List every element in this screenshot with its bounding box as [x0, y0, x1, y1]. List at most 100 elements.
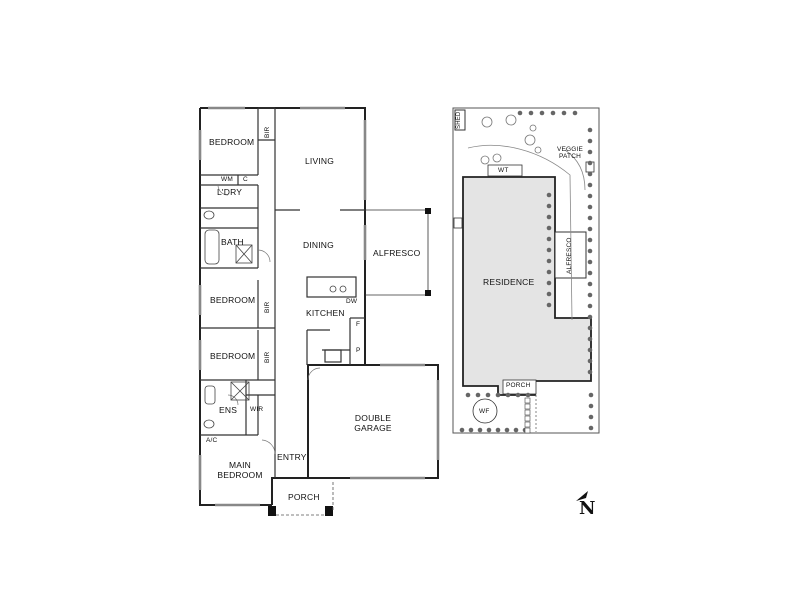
north-arrow-icon [576, 491, 588, 501]
site-label-wf: WF [479, 408, 490, 415]
shrub-dot [587, 281, 593, 287]
room-label-main-bedroom: MAIN BEDROOM [217, 460, 263, 480]
room-label-living: LIVING [305, 156, 335, 166]
shrub-dot [504, 427, 510, 433]
shrub-dot [587, 160, 593, 166]
shrub-dot [588, 425, 594, 431]
room-label-porch: PORCH [288, 492, 320, 502]
site-label-wt: WT [498, 167, 509, 174]
room-label-kitchen: KITCHEN [306, 308, 345, 318]
room-label-wm: WM [221, 176, 233, 183]
shrub-dot [546, 192, 552, 198]
shrub-dot [515, 392, 521, 398]
room-label-c: C [243, 176, 248, 183]
room-label-ldry: L'DRY [217, 187, 243, 197]
double-garage-line1: DOUBLE [354, 413, 392, 423]
main-bedroom-line2: BEDROOM [217, 470, 263, 480]
room-label-p: P [356, 347, 361, 354]
room-label-bedroom-3: BEDROOM [210, 351, 256, 361]
shrub-dot [477, 427, 483, 433]
shrub-dot [546, 236, 552, 242]
room-label-entry: ENTRY [277, 452, 307, 462]
shrub-dot [587, 358, 593, 364]
shrub-dot [539, 110, 545, 116]
shrub-dot [485, 392, 491, 398]
room-label-bedroom-2: BEDROOM [210, 295, 256, 305]
shrub-dot [587, 138, 593, 144]
shrub-dot [587, 292, 593, 298]
shrub-dot [587, 226, 593, 232]
planter-box [524, 403, 531, 410]
shrub-dot [550, 110, 556, 116]
clothesline [472, 398, 498, 424]
shrub-dot [587, 182, 593, 188]
shrub-dot [546, 280, 552, 286]
shrub-dot [587, 204, 593, 210]
main-bedroom-line1: MAIN [228, 460, 252, 470]
shrub-dot [495, 427, 501, 433]
shrub-dot [587, 303, 593, 309]
planter-box [524, 421, 531, 428]
room-label-dining: DINING [303, 240, 334, 250]
north-compass: N [574, 490, 598, 520]
shrub-dot [525, 392, 531, 398]
planter-box [524, 409, 531, 416]
room-label-f: F [356, 321, 361, 328]
veggie-line2: PATCH [558, 153, 582, 160]
room-label-alfresco: ALFRESCO [373, 248, 421, 258]
room-label-ens: ENS [219, 405, 238, 415]
water-tank [487, 164, 523, 177]
shrub-dot [546, 291, 552, 297]
shrub-dot [546, 214, 552, 220]
shrub-dot [587, 336, 593, 342]
shrub-dot [587, 127, 593, 133]
room-label-double-garage: DOUBLE GARAGE [345, 413, 401, 433]
shrub-dot [587, 171, 593, 177]
shrub-dot [465, 392, 471, 398]
shrub-dot [505, 392, 511, 398]
shrub-dot [587, 369, 593, 375]
shrub-dot [588, 392, 594, 398]
shrub-dot [587, 248, 593, 254]
shrub-dot [587, 237, 593, 243]
outer-wall [271, 364, 439, 505]
planter-box [524, 427, 531, 434]
site-label-residence: RESIDENCE [483, 277, 535, 287]
shrub-dot [546, 269, 552, 275]
shrub-dot [475, 392, 481, 398]
shrub-dot [517, 110, 523, 116]
shrub-dot [528, 110, 534, 116]
shrub-dot [587, 215, 593, 221]
shrub-dot [587, 347, 593, 353]
shrub-dot [546, 302, 552, 308]
shrub-dot [459, 427, 465, 433]
shrub-dot [561, 110, 567, 116]
room-label-bath: BATH [221, 237, 244, 247]
north-letter: N [579, 498, 596, 519]
planter-box [524, 415, 531, 422]
shrub-dot [513, 427, 519, 433]
room-label-bedroom-1: BEDROOM [209, 137, 255, 147]
shrub-dot [546, 203, 552, 209]
shrub-dot [486, 427, 492, 433]
shrub-dot [572, 110, 578, 116]
shrub-dot [546, 247, 552, 253]
room-label-ac: A/C [206, 437, 218, 444]
shrub-dot [587, 325, 593, 331]
site-label-shed: SHED [456, 111, 462, 129]
shrub-dot [495, 392, 501, 398]
shrub-dot [587, 270, 593, 276]
shed-block [454, 109, 466, 131]
shrub-dot [587, 314, 593, 320]
planter-box [524, 397, 531, 404]
shrub-dot [587, 259, 593, 265]
site-label-alfresco: ALFRESCO [566, 237, 573, 274]
double-garage-line2: GARAGE [354, 423, 392, 433]
shrub-group [459, 110, 594, 434]
shrub-dot [546, 258, 552, 264]
veggie-line1: VEGGIE [556, 146, 584, 153]
shrub-dot [587, 149, 593, 155]
